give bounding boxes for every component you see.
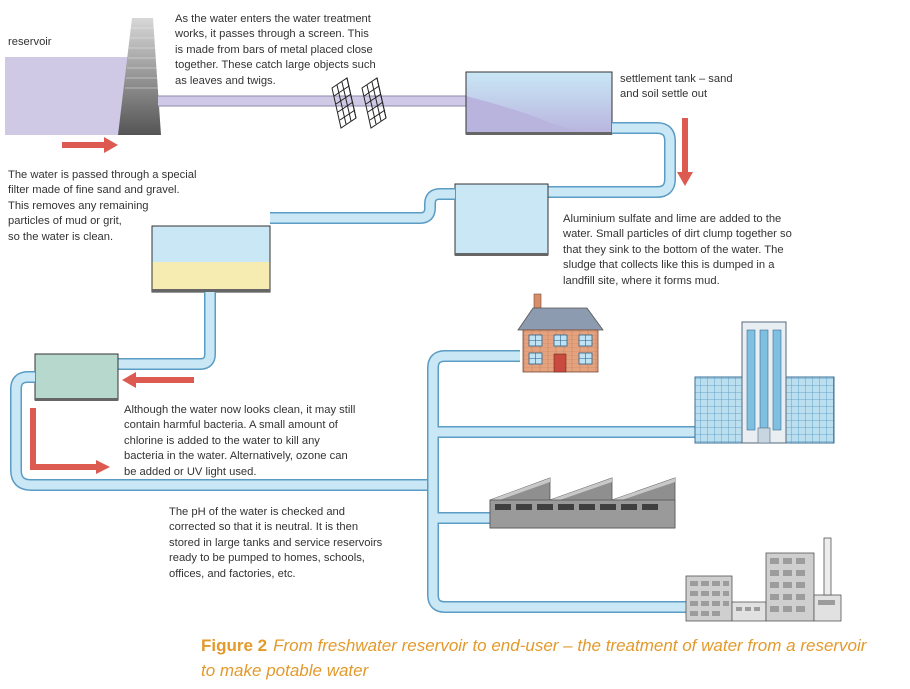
flocculation-description: Aluminium sulfate and lime are added to …	[563, 213, 792, 287]
pipe-settlement-to-floc	[545, 122, 676, 198]
chlorine-description: Although the water now looks clean, it m…	[124, 404, 356, 478]
settlement-tank-label: settlement tank – sand and soil settle o…	[620, 73, 733, 101]
screen-grid-1	[331, 77, 357, 129]
pipe-filter-to-chlorine	[118, 292, 216, 370]
screen-description: As the water enters the water treatment …	[175, 13, 376, 87]
flocculation-tank	[454, 183, 549, 256]
storage-description: The pH of the water is checked and corre…	[169, 506, 383, 580]
flow-arrow-reservoir	[62, 137, 118, 153]
office-building	[694, 321, 835, 444]
intake-channel	[158, 95, 468, 107]
reservoir	[5, 57, 135, 135]
flow-arrow-down	[677, 118, 693, 186]
school-buildings	[685, 537, 842, 622]
sand-filter-tank	[151, 225, 271, 293]
house-building	[517, 293, 604, 373]
pipe-chlorine-to-distribution	[10, 371, 433, 491]
screen-grid-2	[361, 77, 387, 129]
filter-description: The water is passed through a special fi…	[8, 169, 197, 243]
distribution-pipes	[427, 350, 695, 613]
flow-arrow-chlorine	[122, 372, 194, 388]
factory-building	[489, 477, 676, 529]
settlement-tank	[465, 71, 613, 135]
reservoir-label: reservoir	[8, 36, 52, 48]
dam-wall	[118, 18, 161, 135]
pipe-floc-to-filter	[270, 188, 455, 224]
figure-number: Figure 2	[201, 636, 268, 655]
flow-arrow-out-chlorine	[30, 408, 110, 474]
chlorination-tank	[34, 353, 119, 401]
figure-caption-text: From freshwater reservoir to end-user – …	[201, 636, 867, 680]
